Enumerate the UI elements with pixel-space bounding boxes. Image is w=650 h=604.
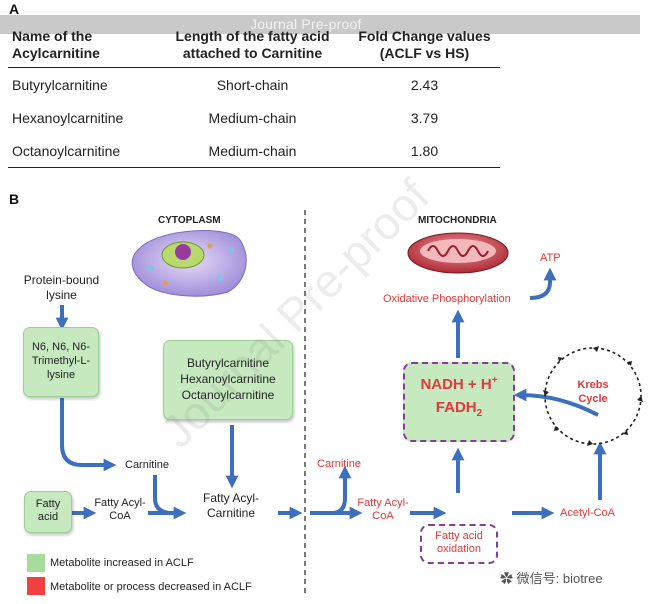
legend-swatch-increased (27, 554, 45, 572)
cell-fold: 2.43 (410, 76, 439, 93)
butyrylcarnitine-label: Butyrylcarnitine (186, 356, 270, 370)
panel-a-letter: A (9, 1, 20, 17)
atp-label: ATP (540, 252, 561, 264)
table-row: Butyrylcarnitine Short-chain 2.43 (8, 68, 500, 102)
cell-fold: 3.79 (410, 109, 439, 126)
fatty-acyl-coa-mitochondria-label: Fatty Acyl-CoA (357, 497, 409, 522)
arrow-carnitine-to-acylcarnitine (153, 475, 187, 520)
watermark-banner (0, 15, 640, 34)
acylcarnitines-box: Butyrylcarnitine Hexanoylcarnitine Octan… (163, 340, 293, 420)
trimethyl-lysine-box: N6, N6, N6-Trimethyl-L-lysine (23, 327, 99, 397)
wechat-icon: ✿ (500, 571, 517, 586)
arrow-carnitine-release (331, 465, 352, 515)
mitochondrion-illustration (407, 232, 509, 274)
fatty-acyl-carnitine-label: Fatty Acyl-Carnitine (202, 491, 259, 520)
mitochondria-label: MITOCHONDRIA (418, 215, 497, 226)
octanoylcarnitine-label: Octanoylcarnitine (181, 388, 275, 402)
krebs-cycle-circle (543, 346, 643, 446)
fatty-acid-oxidation-label: Fatty acid oxidation (435, 530, 483, 555)
table-header-row: Name of the Acylcarnitine Length of the … (8, 26, 500, 68)
hexanoylcarnitine-label: Hexanoylcarnitine (180, 372, 276, 386)
table-row: Hexanoylcarnitine Medium-chain 3.79 (8, 101, 500, 134)
column-header-length: Length of the fatty acid attached to Car… (175, 28, 330, 61)
nadh-fadh-box: NADH + H+ FADH2 (403, 362, 515, 442)
carnitine-mitochondria-label: Carnitine (317, 458, 362, 470)
legend-label-decreased: Metabolite or process decreased in ACLF (50, 581, 252, 593)
cell-length: Short-chain (216, 76, 289, 93)
cell-length: Medium-chain (208, 109, 297, 126)
arrow-oxphos-to-atp (529, 267, 557, 300)
trimethyl-lysine-label: N6, N6, N6-Trimethyl-L-lysine (31, 341, 91, 381)
oxidative-phosphorylation-label: Oxidative Phosphorylation (383, 293, 511, 305)
acetyl-coa-label: Acetyl-CoA (560, 507, 616, 519)
column-header-name: Name of the Acylcarnitine (12, 28, 100, 61)
protein-bound-lysine-label: Protein-bound lysine (23, 273, 100, 302)
cell-length: Medium-chain (208, 142, 297, 159)
wechat-watermark: ✿ 微信号: biotree (500, 571, 603, 586)
carnitine-cytoplasm-label: Carnitine (125, 459, 170, 471)
fatty-acid-box: Fatty acid (24, 491, 72, 533)
fatty-acid-label: Fatty acid (35, 498, 61, 523)
table-row: Octanoylcarnitine Medium-chain 1.80 (8, 134, 500, 168)
cell-illustration (131, 230, 247, 297)
nadh-label: NADH + H+ (420, 375, 498, 393)
cell-name: Butyrylcarnitine (12, 76, 108, 93)
cell-name: Hexanoylcarnitine (12, 109, 124, 126)
panel-b-letter: B (9, 191, 20, 207)
journal-watermark: Journal Pre-proof (250, 16, 362, 32)
arrow-trimethyl-to-carnitine (60, 398, 117, 472)
cytoplasm-label: CYTOPLASM (158, 215, 221, 226)
arrow-krebs-to-nadh (513, 388, 599, 417)
column-header-fold: Fold Change values (ACLF vs HS) (358, 28, 491, 61)
cell-name: Octanoylcarnitine (12, 142, 121, 159)
krebs-cycle-label: Krebs Cycle (577, 379, 609, 405)
legend-swatch-decreased (27, 577, 45, 595)
acylcarnitine-table: Name of the Acylcarnitine Length of the … (8, 26, 500, 168)
legend-label-increased: Metabolite increased in ACLF (50, 557, 194, 569)
fatty-acid-oxidation-box: Fatty acid oxidation (420, 524, 498, 564)
cell-fold: 1.80 (410, 142, 439, 159)
fadh-label: FADH2 (435, 399, 483, 419)
fatty-acyl-coa-cytoplasm-label: Fatty Acyl-CoA (94, 497, 146, 522)
